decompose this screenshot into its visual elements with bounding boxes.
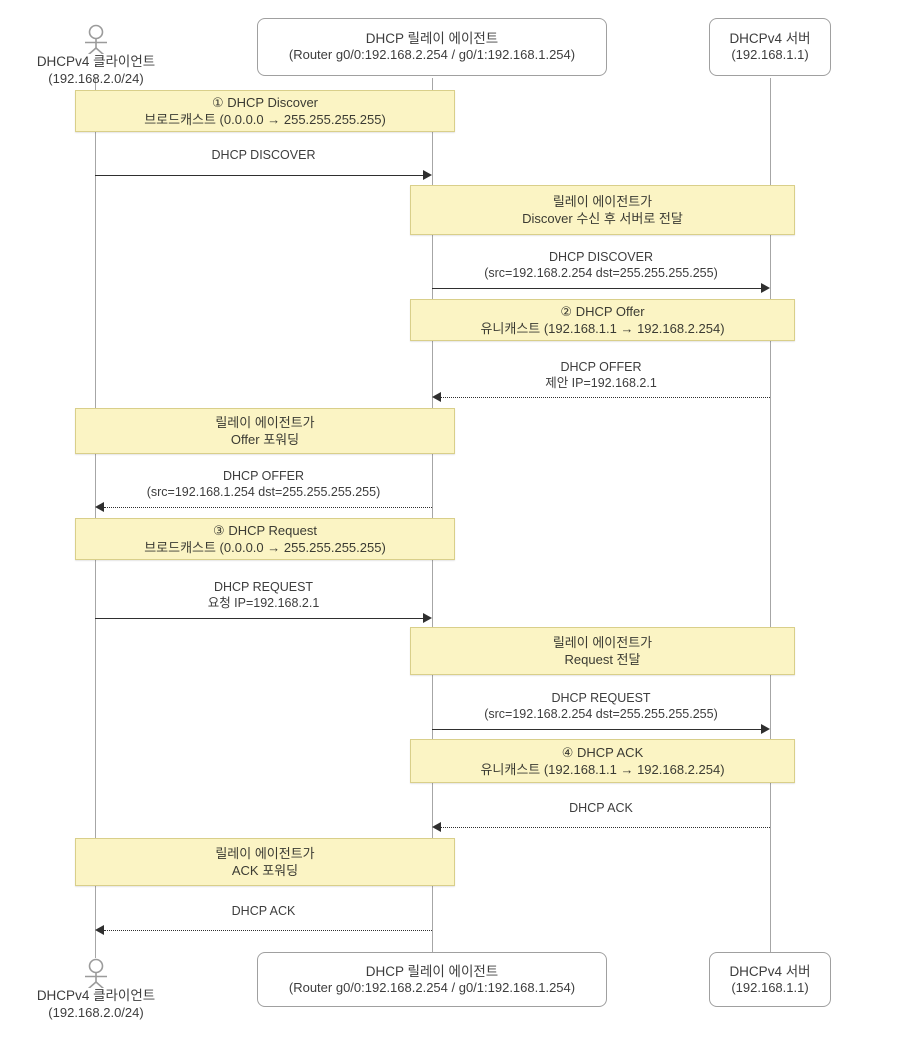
message-label-request-server-line1: DHCP REQUEST — [551, 691, 651, 705]
message-arrow-discover-client — [95, 175, 423, 176]
note-relay-forward-discover: 릴레이 에이전트가 Discover 수신 후 서버로 전달 — [410, 185, 795, 235]
participant-server-bottom[interactable]: DHCPv4 서버 (192.168.1.1) — [709, 952, 831, 1007]
note-relay-forward-request-line2: Request 전달 — [564, 652, 641, 667]
message-label-discover-server-line1: DHCP DISCOVER — [549, 250, 653, 264]
note-dhcp-discover-line2: 브로드캐스트 (0.0.0.0 → 255.255.255.255) — [144, 112, 386, 127]
message-label-request-client: DHCP REQUEST 요청 IP=192.168.2.1 — [95, 579, 432, 612]
actor-client-top-name: DHCPv4 클라이언트 — [36, 54, 156, 69]
note-relay-forward-request-line1: 릴레이 에이전트가 — [552, 634, 653, 650]
message-arrowhead-ack-client — [95, 925, 104, 935]
message-label-discover-server: DHCP DISCOVER (src=192.168.2.254 dst=255… — [432, 249, 770, 282]
note-relay-forward-discover-line2: Discover 수신 후 서버로 전달 — [522, 211, 683, 226]
message-label-offer-server-line2: 제안 IP=192.168.2.1 — [545, 376, 657, 391]
message-label-offer-server-line1: DHCP OFFER — [560, 360, 642, 374]
participant-server-top-name: DHCPv4 서버 — [729, 31, 811, 47]
message-label-ack-server-line1: DHCP ACK — [569, 801, 633, 815]
message-label-request-client-line2: 요청 IP=192.168.2.1 — [207, 596, 320, 611]
participant-relay-top-name: DHCP 릴레이 에이전트 — [365, 31, 499, 47]
actor-client-bottom-name: DHCPv4 클라이언트 — [36, 988, 156, 1003]
message-arrow-request-client — [95, 618, 423, 619]
message-arrow-discover-server — [432, 288, 761, 289]
message-label-offer-client: DHCP OFFER (src=192.168.1.254 dst=255.25… — [95, 468, 432, 501]
note-relay-forward-offer: 릴레이 에이전트가 Offer 포워딩 — [75, 408, 455, 454]
message-label-discover-server-line2: (src=192.168.2.254 dst=255.255.255.255) — [484, 266, 718, 281]
note-relay-forward-ack: 릴레이 에이전트가 ACK 포워딩 — [75, 838, 455, 886]
participant-relay-bottom-detail: (Router g0/0:192.168.2.254 / g0/1:192.16… — [288, 979, 576, 995]
message-label-offer-server: DHCP OFFER 제안 IP=192.168.2.1 — [432, 359, 770, 392]
message-arrow-ack-server — [441, 827, 770, 828]
message-arrowhead-request-server — [761, 724, 770, 734]
message-arrowhead-discover-server — [761, 283, 770, 293]
message-label-ack-server: DHCP ACK — [432, 800, 770, 816]
note-relay-forward-ack-line2: ACK 포워딩 — [231, 863, 299, 878]
note-relay-forward-offer-line1: 릴레이 에이전트가 — [215, 414, 315, 430]
actor-client-top[interactable]: DHCPv4 클라이언트 (192.168.2.0/24) — [26, 24, 166, 87]
message-label-ack-client-line1: DHCP ACK — [231, 904, 296, 918]
lifeline-server — [770, 78, 771, 958]
message-label-discover-client: DHCP DISCOVER — [95, 147, 432, 163]
actor-client-top-detail: (192.168.2.0/24) — [48, 70, 144, 86]
message-arrowhead-offer-client — [95, 502, 104, 512]
message-arrowhead-ack-server — [432, 822, 441, 832]
participant-relay-bottom[interactable]: DHCP 릴레이 에이전트 (Router g0/0:192.168.2.254… — [257, 952, 607, 1007]
actor-client-bottom-detail: (192.168.2.0/24) — [48, 1004, 144, 1020]
participant-relay-bottom-name: DHCP 릴레이 에이전트 — [365, 963, 499, 979]
message-arrow-ack-client — [104, 930, 432, 931]
message-arrow-offer-server — [441, 397, 770, 398]
participant-server-top-detail: (192.168.1.1) — [731, 47, 809, 63]
message-label-request-client-line1: DHCP REQUEST — [213, 580, 314, 594]
actor-client-bottom[interactable]: DHCPv4 클라이언트 (192.168.2.0/24) — [26, 958, 166, 1021]
message-label-discover-client-line1: DHCP DISCOVER — [211, 148, 316, 162]
message-arrow-request-server — [432, 729, 761, 730]
actor-client-top-caption: DHCPv4 클라이언트 (192.168.2.0/24) — [26, 54, 166, 87]
actor-stick-figure-icon — [26, 24, 166, 56]
message-arrowhead-discover-client — [423, 170, 432, 180]
note-dhcp-offer: ② DHCP Offer 유니캐스트 (192.168.1.1 → 192.16… — [410, 299, 795, 341]
participant-server-top[interactable]: DHCPv4 서버 (192.168.1.1) — [709, 18, 831, 76]
participant-server-bottom-detail: (192.168.1.1) — [731, 979, 809, 995]
participant-server-bottom-name: DHCPv4 서버 — [729, 963, 811, 979]
note-dhcp-ack-line2: 유니캐스트 (192.168.1.1 → 192.168.2.254) — [480, 762, 725, 777]
participant-relay-top[interactable]: DHCP 릴레이 에이전트 (Router g0/0:192.168.2.254… — [257, 18, 607, 76]
note-dhcp-discover-line1: ① DHCP Discover — [211, 94, 319, 110]
message-label-offer-client-line2: (src=192.168.1.254 dst=255.255.255.255) — [146, 485, 381, 500]
note-dhcp-ack: ④ DHCP ACK 유니캐스트 (192.168.1.1 → 192.168.… — [410, 739, 795, 783]
note-dhcp-request-line2: 브로드캐스트 (0.0.0.0 → 255.255.255.255) — [144, 540, 386, 555]
note-relay-forward-request: 릴레이 에이전트가 Request 전달 — [410, 627, 795, 675]
message-label-request-server-line2: (src=192.168.2.254 dst=255.255.255.255) — [484, 707, 718, 722]
message-arrowhead-request-client — [423, 613, 432, 623]
message-arrow-offer-client — [104, 507, 432, 508]
note-dhcp-offer-line2: 유니캐스트 (192.168.1.1 → 192.168.2.254) — [480, 321, 725, 336]
note-dhcp-ack-line1: ④ DHCP ACK — [561, 744, 644, 760]
note-relay-forward-discover-line1: 릴레이 에이전트가 — [552, 193, 653, 209]
actor-client-bottom-caption: DHCPv4 클라이언트 (192.168.2.0/24) — [26, 988, 166, 1021]
message-label-request-server: DHCP REQUEST (src=192.168.2.254 dst=255.… — [432, 690, 770, 723]
note-dhcp-offer-line1: ② DHCP Offer — [560, 303, 645, 319]
note-relay-forward-offer-line2: Offer 포워딩 — [230, 432, 300, 447]
participant-relay-top-detail: (Router g0/0:192.168.2.254 / g0/1:192.16… — [288, 47, 576, 63]
note-dhcp-discover: ① DHCP Discover 브로드캐스트 (0.0.0.0 → 255.25… — [75, 90, 455, 132]
note-dhcp-request: ③ DHCP Request 브로드캐스트 (0.0.0.0 → 255.255… — [75, 518, 455, 560]
message-label-ack-client: DHCP ACK — [95, 903, 432, 919]
note-relay-forward-ack-line1: 릴레이 에이전트가 — [215, 845, 315, 861]
note-dhcp-request-line1: ③ DHCP Request — [213, 522, 317, 538]
message-label-offer-client-line1: DHCP OFFER — [222, 469, 305, 483]
actor-stick-figure-icon-bottom — [26, 958, 166, 990]
message-arrowhead-offer-server — [432, 392, 441, 402]
